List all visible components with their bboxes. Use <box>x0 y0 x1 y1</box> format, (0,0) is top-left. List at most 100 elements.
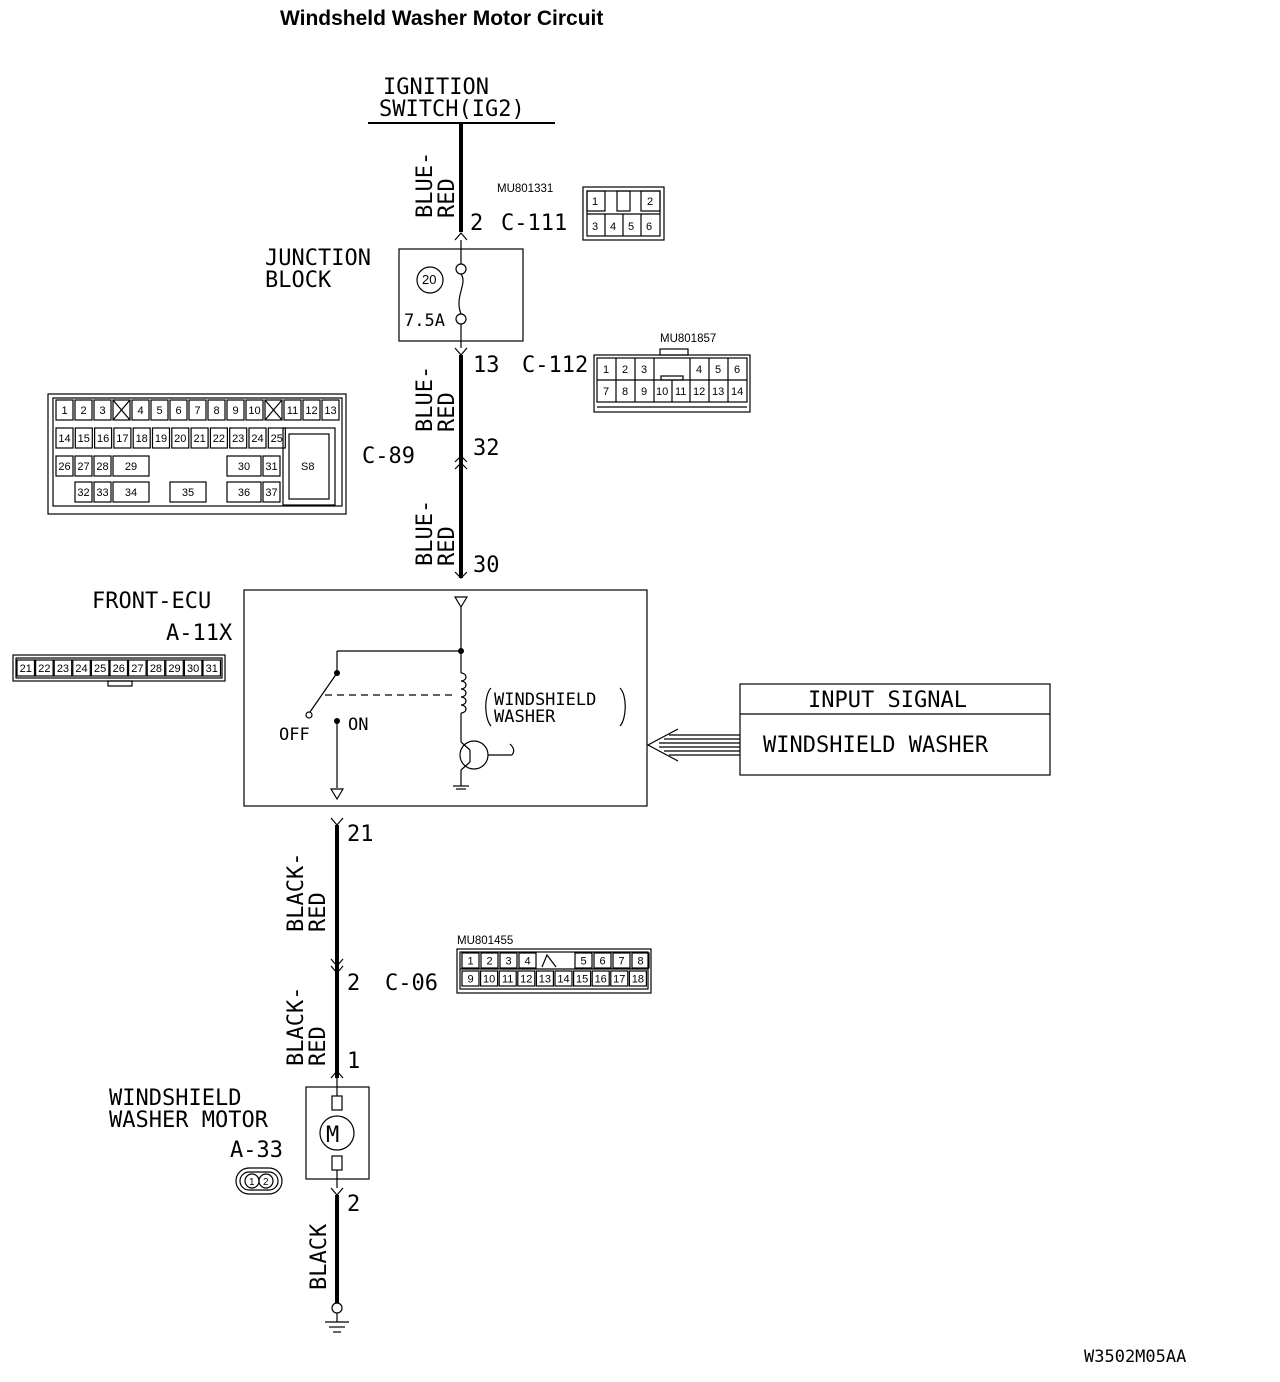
fuse-symbol <box>455 240 467 348</box>
c111-connector-face: 1 2 3 4 5 6 <box>582 186 665 241</box>
c112-connector-face: 1 2 3 4 5 6 7 8 9 10 11 12 13 14 <box>593 348 751 413</box>
c06-pin: 7 <box>618 956 624 968</box>
c06-pin: 3 <box>505 956 511 968</box>
switch-off-label: OFF <box>279 725 310 745</box>
junction-block-label-2: BLOCK <box>265 268 332 293</box>
c89-pin: 31 <box>265 461 277 473</box>
c89-pin: 12 <box>305 405 317 417</box>
a33-pin: 2 <box>263 1177 269 1188</box>
ecu-pin-out: 21 <box>347 822 374 847</box>
ecu-output-arrow <box>330 817 344 826</box>
c89-pin: 1 <box>61 405 67 417</box>
fuse-rating: 7.5A <box>404 311 445 331</box>
input-signal-box <box>739 683 1051 776</box>
c89-pin: 33 <box>96 487 108 499</box>
a33-pin: 1 <box>249 1177 255 1188</box>
motor-symbol-letter: M <box>326 1123 339 1148</box>
front-ecu-box <box>243 589 648 807</box>
wire-color-black: BLACK <box>307 1223 332 1290</box>
c89-pin: 15 <box>78 433 90 445</box>
c89-pin: 17 <box>116 433 128 445</box>
c111-pin: 4 <box>610 221 616 233</box>
c112-pin: 9 <box>641 386 647 398</box>
motor-input-arrow <box>330 1070 344 1079</box>
a11x-pin: 31 <box>206 663 218 675</box>
wire-color-blue-1: BLUE- <box>413 152 438 218</box>
c89-pin: 29 <box>125 461 137 473</box>
motor-pin-bottom: 2 <box>347 1192 360 1217</box>
c89-pin: S8 <box>301 461 314 473</box>
motor-pin-top: 1 <box>347 1049 360 1074</box>
c89-pin: 11 <box>287 405 298 417</box>
wire-color-red-3: RED <box>435 526 460 566</box>
motor-output-arrow <box>330 1187 344 1196</box>
c111-pin-number: 2 <box>470 211 483 236</box>
c89-pin: 16 <box>97 433 109 445</box>
c89-pin-number: 32 <box>473 436 500 461</box>
c06-part-number: MU801455 <box>457 935 513 947</box>
c89-pin: 21 <box>193 433 205 445</box>
connector-c111-arrow <box>454 232 468 241</box>
c111-pin: 5 <box>628 221 634 233</box>
wire-color-red-2: RED <box>435 392 460 432</box>
c06-pin: 2 <box>486 956 492 968</box>
c112-pin: 14 <box>731 386 743 398</box>
c89-pin: 5 <box>156 405 162 417</box>
ignition-switch-label-2: SWITCH(IG2) <box>379 97 525 122</box>
c89-pin: 22 <box>213 433 225 445</box>
a33-connector-name: A-33 <box>230 1138 283 1163</box>
c112-connector-name: C-112 <box>522 353 588 378</box>
c89-pin: 37 <box>265 487 277 499</box>
a11x-pin: 21 <box>20 663 32 675</box>
c112-pin: 8 <box>622 386 628 398</box>
c112-pin: 11 <box>675 386 686 398</box>
c89-pin: 30 <box>238 461 250 473</box>
c06-pin: 6 <box>599 956 605 968</box>
c89-pin: 10 <box>248 405 260 417</box>
wire-color-blue-2: BLUE- <box>413 366 438 432</box>
c89-pin: 20 <box>174 433 186 445</box>
wire-color-red-4: RED <box>306 892 331 932</box>
relay-label-1: WINDSHIELD <box>494 690 596 710</box>
c112-part-number: MU801857 <box>660 333 716 345</box>
a11x-pin: 22 <box>38 663 50 675</box>
c111-pin: 6 <box>646 221 652 233</box>
wire-color-black-dash-2: BLACK- <box>284 987 309 1066</box>
fuse-number-circle <box>416 266 444 294</box>
c112-pin: 7 <box>603 386 609 398</box>
c89-pin: 18 <box>136 433 148 445</box>
motor-symbol <box>319 1078 355 1188</box>
c111-pin: 3 <box>592 221 598 233</box>
c89-pin: 7 <box>194 405 200 417</box>
input-signal-arrow <box>646 728 740 762</box>
a11x-pin: 29 <box>168 663 180 675</box>
c89-pin: 6 <box>175 405 181 417</box>
ground-symbol <box>325 1302 349 1333</box>
c89-pin: 36 <box>238 487 250 499</box>
c89-pin: 14 <box>58 433 70 445</box>
c06-pin: 16 <box>595 974 607 986</box>
c89-connector-name: C-89 <box>362 444 415 469</box>
connector-c06-arrow <box>330 958 344 967</box>
c111-pin: 2 <box>647 196 653 208</box>
c111-part-number: MU801331 <box>497 183 553 195</box>
junction-block-label-1: JUNCTION <box>265 246 371 271</box>
motor-label-2: WASHER MOTOR <box>109 1108 269 1133</box>
c89-pin: 9 <box>232 405 238 417</box>
c112-pin: 5 <box>715 364 721 376</box>
c06-pin: 11 <box>502 974 513 986</box>
c06-pin: 18 <box>632 974 644 986</box>
a11x-pin: 30 <box>187 663 199 675</box>
wire-color-blue-3: BLUE- <box>413 500 438 566</box>
wire-color-red-5: RED <box>306 1026 331 1066</box>
a11x-pin: 24 <box>75 663 87 675</box>
a11x-connector-name: A-11X <box>166 621 233 646</box>
c89-pin: 25 <box>271 433 283 445</box>
c06-pin: 8 <box>637 956 643 968</box>
c89-pin: 4 <box>137 405 143 417</box>
motor-label-1: WINDSHIELD <box>109 1086 241 1111</box>
c89-pin: 26 <box>58 461 70 473</box>
connector-c89-arrow <box>454 455 468 463</box>
